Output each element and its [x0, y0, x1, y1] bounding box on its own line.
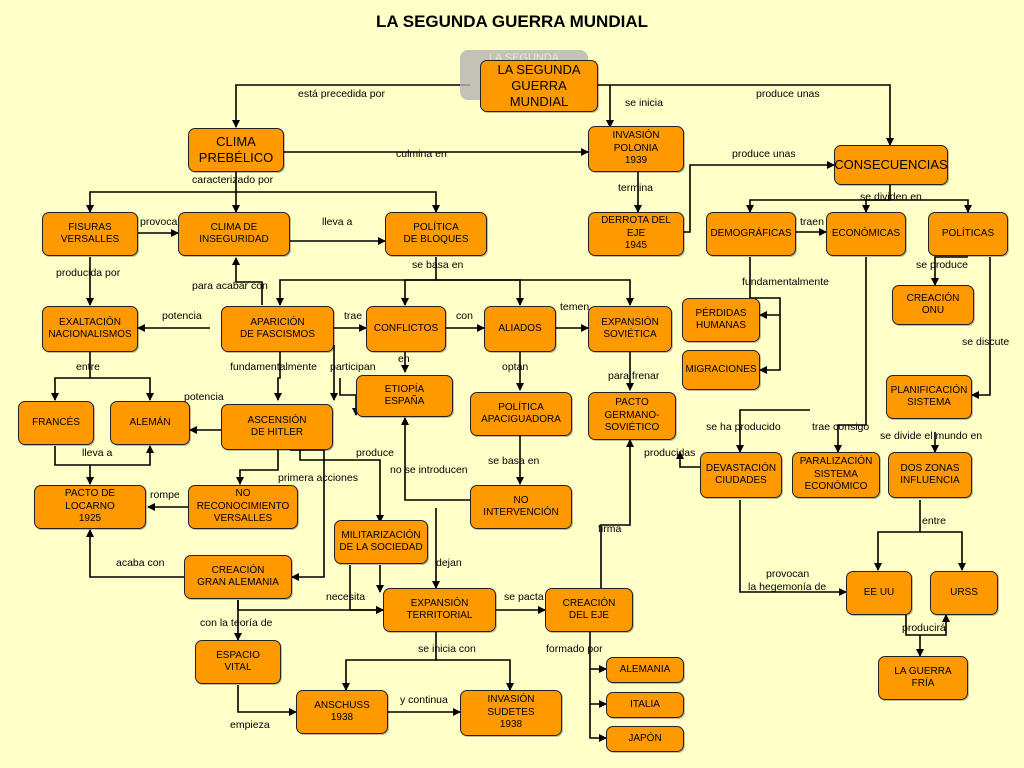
node-clima-prebelico[interactable]: CLIMA PREBÉLICO [188, 128, 284, 172]
link-label: termina [618, 182, 654, 194]
node-politicas[interactable]: POLÍTICAS [928, 212, 1008, 256]
node-devastacion-ciudades[interactable]: DEVASTACIÓN CIUDADES [700, 452, 782, 498]
node-anschuss[interactable]: ANSCHUSS 1938 [296, 690, 388, 734]
link-label: con la teoría de [200, 617, 273, 629]
node-aliados[interactable]: ALIADOS [484, 306, 556, 352]
link-label: se dividen en [860, 191, 922, 203]
node-conflictos[interactable]: CONFLICTOS [366, 306, 446, 352]
node-pacto-germano-sovietico[interactable]: PACTO GERMANO- SOVIÉTICO [588, 392, 676, 440]
link-label: está precedida por [298, 88, 385, 100]
link-label: formado por [546, 643, 603, 655]
node-creacion-gran-alemania[interactable]: CREACIÓN GRAN ALEMANIA [184, 555, 292, 599]
link-label: la hegemonía de [748, 581, 827, 593]
link-label: acaba con [116, 557, 165, 569]
link-label: rompe [150, 489, 180, 501]
node-migraciones[interactable]: MIGRACIONES [682, 350, 760, 390]
link-label: produce unas [732, 148, 796, 160]
node-segunda-guerra-mundial[interactable]: LA SEGUNDA GUERRA MUNDIAL [480, 60, 598, 112]
link-label: produce [356, 447, 394, 459]
link-label: potencia [184, 391, 224, 403]
node-alemania[interactable]: ALEMANIA [606, 657, 684, 683]
link-label: en [398, 353, 410, 365]
link-label: primera acciones [278, 472, 358, 484]
node-creacion-eje[interactable]: CREACIÓN DEL EJE [545, 588, 633, 632]
link-label: no se introducen [390, 464, 468, 476]
link-label: trae [344, 310, 363, 322]
node-economicas[interactable]: ECONÓMICAS [826, 212, 906, 256]
link-label: se produce [916, 259, 968, 271]
link-label: se basa en [488, 455, 540, 467]
link-label: produce unas [756, 88, 820, 100]
link-label: provoca [140, 216, 178, 228]
node-expansion-sovietica[interactable]: EXPANSIÓN SOVIÉTICA [588, 306, 672, 352]
node-exaltacion-nacionalismos[interactable]: EXALTACIÓN NACIONALISMOS [42, 306, 138, 352]
link-label: trae consigo [812, 421, 870, 433]
node-no-intervencion[interactable]: NO INTERVENCIÓN [470, 485, 572, 529]
node-perdidas-humanas[interactable]: PÉRDIDAS HUMANAS [682, 298, 760, 342]
node-planificacion-sistema[interactable]: PLANIFICACIÓN SISTEMA [886, 375, 972, 419]
link-label: se pacta [504, 591, 544, 603]
link-label: caracterizado por [192, 174, 274, 186]
link-label: optan [502, 361, 529, 373]
link-label: fundamentalmente [230, 361, 317, 373]
link-label: provocan [766, 568, 810, 580]
node-derrota-eje[interactable]: DERROTA DEL EJE 1945 [588, 212, 684, 256]
link-label: con [456, 310, 473, 322]
link-label: firma [598, 523, 622, 535]
link-label: producidas [644, 447, 696, 459]
node-creacion-onu[interactable]: CREACIÓN ONU [892, 285, 974, 325]
node-etiopia-espana[interactable]: ETIOPÍA ESPAÑA [356, 375, 453, 417]
link-label: se inicia [625, 97, 663, 109]
link-label: se basa en [412, 259, 464, 271]
page-title: LA SEGUNDA GUERRA MUNDIAL [376, 12, 648, 31]
link-label: entre [76, 361, 100, 373]
link-label: producida por [56, 267, 121, 279]
node-politica-apaciguadora[interactable]: POLÍTICA APACIGUADORA [470, 392, 572, 436]
node-japon[interactable]: JAPÓN [606, 726, 684, 752]
link-label: culmina en [396, 148, 447, 160]
node-urss[interactable]: URSS [930, 571, 998, 615]
link-label: se divide el mundo en [880, 430, 983, 442]
link-label: traen [800, 216, 824, 228]
link-label: se inicia con [418, 643, 476, 655]
link-label: potencia [162, 310, 202, 322]
node-dos-zonas-influencia[interactable]: DOS ZONAS INFLUENCIA [888, 452, 972, 498]
link-label: entre [922, 515, 946, 527]
node-ee-uu[interactable]: EE UU [846, 571, 912, 615]
node-espacio-vital[interactable]: ESPACIO VITAL [195, 640, 281, 684]
link-label: empieza [230, 719, 270, 731]
node-no-reconocimiento-versalles[interactable]: NO RECONOCIMIENTO VERSALLES [188, 485, 298, 529]
node-fisuras-versalles[interactable]: FISURAS VERSALLES [42, 212, 138, 256]
link-label: para acabar con [192, 280, 268, 292]
link-label: lleva a [82, 447, 113, 459]
link-label: se discute [962, 336, 1010, 348]
node-ascension-hitler[interactable]: ASCENSIÓN DE HITLER [221, 404, 333, 450]
link-label: para frenar [608, 370, 660, 382]
link-label: dejan [436, 557, 462, 569]
node-aleman[interactable]: ALEMÁN [110, 401, 190, 445]
link-label: se ha producido [706, 421, 781, 433]
node-demograficas[interactable]: DEMOGRÁFICAS [706, 212, 796, 256]
node-politica-bloques[interactable]: POLÍTICA DE BLOQUES [385, 212, 487, 256]
link-label: lleva a [322, 216, 353, 228]
link-label: y continua [400, 694, 448, 706]
node-paralizacion-sistema[interactable]: PARALIZACIÓN SISTEMA ECONÓMICO [792, 452, 880, 498]
node-pacto-locarno[interactable]: PACTO DE LOCARNO 1925 [34, 485, 146, 529]
node-invasion-sudetes[interactable]: INVASIÓN SUDETES 1938 [460, 690, 562, 736]
node-italia[interactable]: ITALIA [606, 692, 684, 718]
link-label: producirá [902, 622, 946, 634]
node-consecuencias[interactable]: CONSECUENCIAS [834, 145, 948, 185]
link-label: necesita [326, 591, 366, 603]
node-aparicion-fascismos[interactable]: APARICIÓN DE FASCISMOS [221, 306, 334, 352]
node-militarizacion-sociedad[interactable]: MILITARIZACIÓN DE LA SOCIEDAD [334, 520, 428, 564]
node-guerra-fria[interactable]: LA GUERRA FRÍA [878, 656, 968, 700]
node-frances[interactable]: FRANCÉS [18, 401, 94, 445]
node-expansion-territorial[interactable]: EXPANSIÓN TERRITORIAL [383, 588, 496, 632]
node-clima-inseguridad[interactable]: CLIMA DE INSEGURIDAD [178, 212, 290, 256]
link-label: temen [560, 301, 590, 313]
link-label: fundamentalmente [742, 276, 829, 288]
node-invasion-polonia[interactable]: INVASIÓN POLONIA 1939 [588, 126, 684, 172]
link-label: participan [330, 361, 376, 373]
